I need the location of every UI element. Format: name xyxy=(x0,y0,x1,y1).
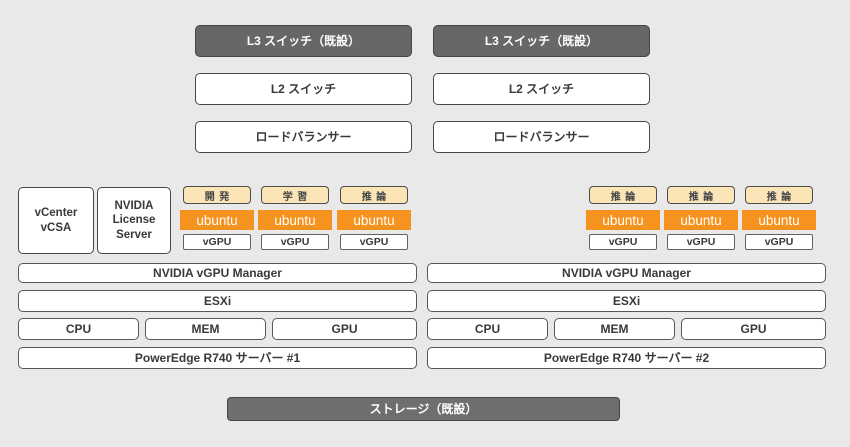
esxi-bar-right: ESXi xyxy=(427,290,826,312)
mem-box-left: MEM xyxy=(145,318,266,340)
vm-role-badge: 推論 xyxy=(340,186,408,204)
esxi-bar-left: ESXi xyxy=(18,290,417,312)
vm-vgpu-box: vGPU xyxy=(667,234,735,250)
gpu-box-left: GPU xyxy=(272,318,417,340)
vm-role-badge: 推論 xyxy=(667,186,735,204)
vm-stack: 推論 ubuntu vGPU xyxy=(742,186,816,250)
vm-os-box: ubuntu xyxy=(586,210,660,230)
vm-role-badge: 開発 xyxy=(183,186,251,204)
cpu-box-left: CPU xyxy=(18,318,139,340)
server-bar-2: PowerEdge R740 サーバー #2 xyxy=(427,347,826,369)
vm-role-badge: 推論 xyxy=(589,186,657,204)
vm-stack: 学習 ubuntu vGPU xyxy=(258,186,332,250)
vgpu-manager-bar-right: NVIDIA vGPU Manager xyxy=(427,263,826,283)
vm-role-badge: 推論 xyxy=(745,186,813,204)
vm-os-box: ubuntu xyxy=(337,210,411,230)
vm-vgpu-box: vGPU xyxy=(183,234,251,250)
l3-switch-box-right: L3 スイッチ（既設） xyxy=(433,25,650,57)
l2-switch-box-left: L2 スイッチ xyxy=(195,73,412,105)
storage-box: ストレージ（既設） xyxy=(227,397,620,421)
nvidia-license-server-box: NVIDIA License Server xyxy=(97,187,171,254)
vm-stack: 開発 ubuntu vGPU xyxy=(180,186,254,250)
vm-os-box: ubuntu xyxy=(180,210,254,230)
l3-switch-box-left: L3 スイッチ（既設） xyxy=(195,25,412,57)
vm-vgpu-box: vGPU xyxy=(261,234,329,250)
vm-os-box: ubuntu xyxy=(664,210,738,230)
gpu-box-right: GPU xyxy=(681,318,826,340)
vm-stack: 推論 ubuntu vGPU xyxy=(337,186,411,250)
vm-stack: 推論 ubuntu vGPU xyxy=(586,186,660,250)
cpu-box-right: CPU xyxy=(427,318,548,340)
vm-vgpu-box: vGPU xyxy=(340,234,408,250)
vm-os-box: ubuntu xyxy=(258,210,332,230)
vm-os-box: ubuntu xyxy=(742,210,816,230)
vgpu-manager-bar-left: NVIDIA vGPU Manager xyxy=(18,263,417,283)
vm-vgpu-box: vGPU xyxy=(745,234,813,250)
vcenter-box: vCenter vCSA xyxy=(18,187,94,254)
vm-vgpu-box: vGPU xyxy=(589,234,657,250)
mem-box-right: MEM xyxy=(554,318,675,340)
l2-switch-box-right: L2 スイッチ xyxy=(433,73,650,105)
vm-stack: 推論 ubuntu vGPU xyxy=(664,186,738,250)
load-balancer-box-right: ロードバランサー xyxy=(433,121,650,153)
server-bar-1: PowerEdge R740 サーバー #1 xyxy=(18,347,417,369)
load-balancer-box-left: ロードバランサー xyxy=(195,121,412,153)
vm-role-badge: 学習 xyxy=(261,186,329,204)
